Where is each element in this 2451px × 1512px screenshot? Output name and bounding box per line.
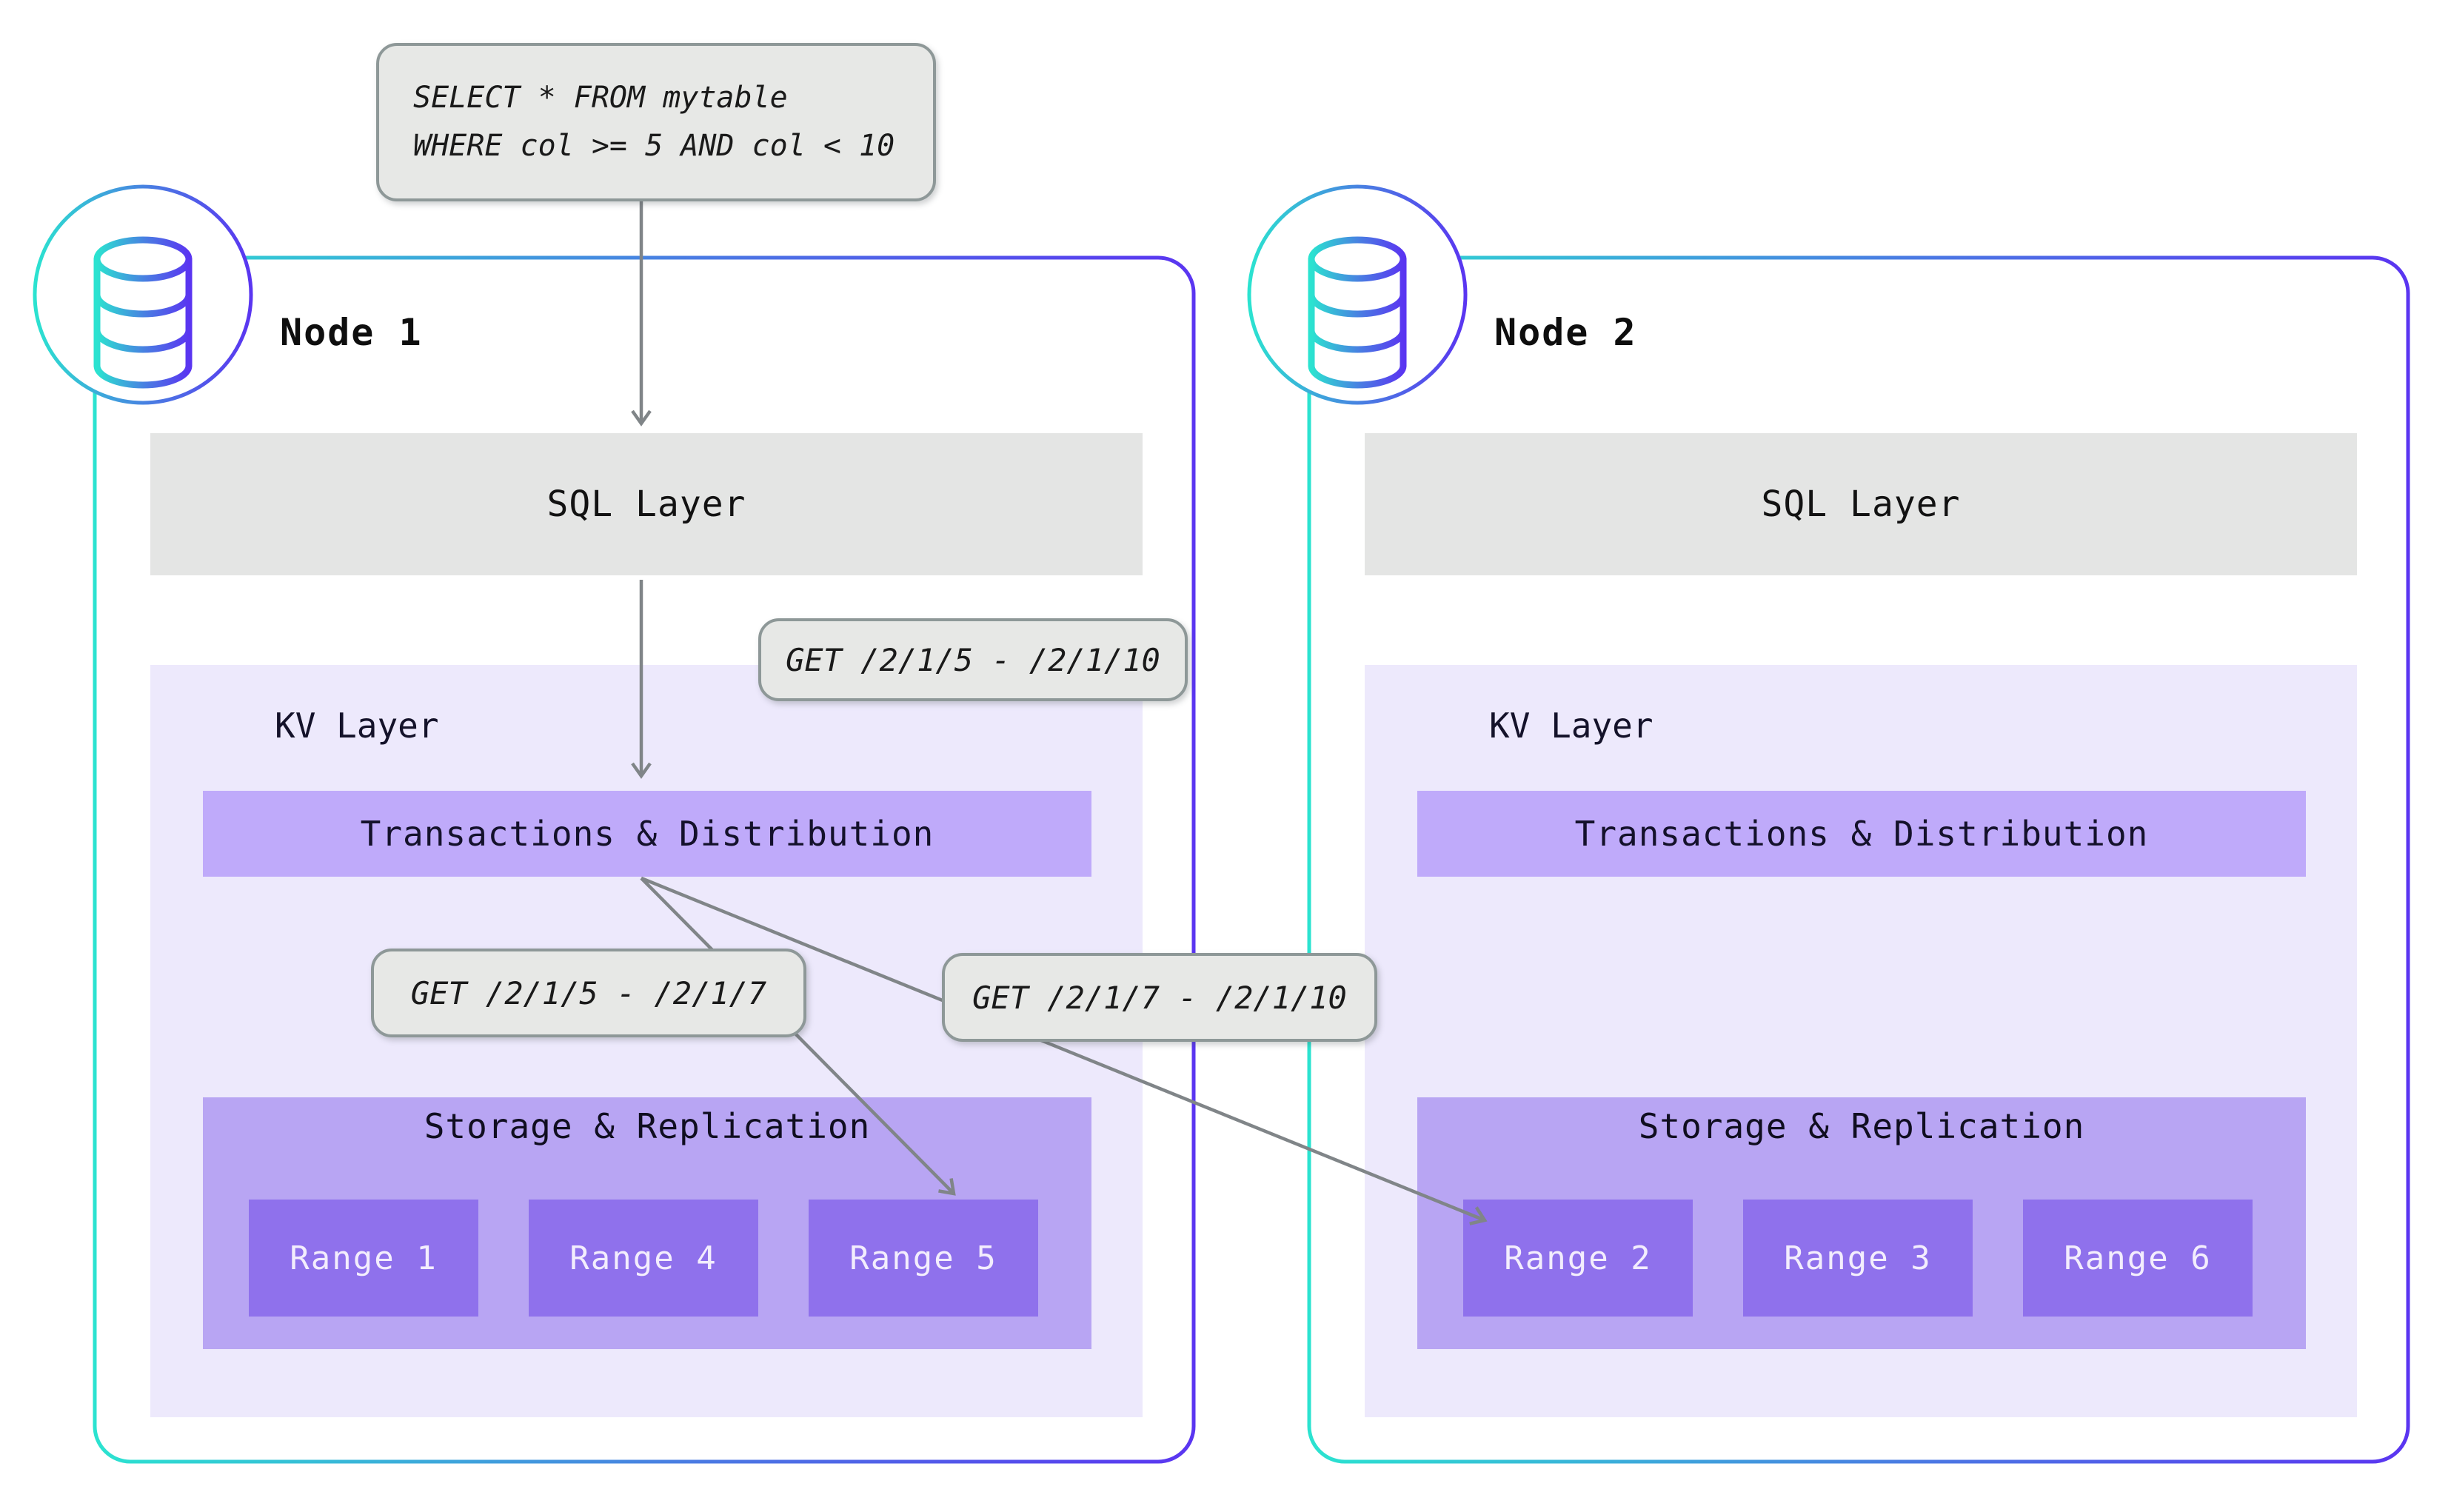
node1-sql-layer: SQL Layer — [150, 433, 1143, 575]
node2-transactions-bar: Transactions & Distribution — [1417, 791, 2306, 877]
sql-query-line1: SELECT * FROM mytable — [413, 81, 788, 116]
node2-storage-label: Storage & Replication — [1638, 1106, 2085, 1146]
database-icon — [33, 184, 253, 405]
node2-sql-layer-label: SQL Layer — [1761, 484, 1961, 525]
range-box: Range 4 — [529, 1200, 758, 1317]
range-label: Range 6 — [2064, 1239, 2212, 1277]
arrow-transactions-to-range2 — [641, 876, 1488, 1225]
node2-sql-layer: SQL Layer — [1365, 433, 2357, 575]
range-label: Range 3 — [1784, 1239, 1932, 1277]
get-range-right-bubble: GET /2/1/7 - /2/1/10 — [942, 953, 1377, 1042]
node1-sql-layer-label: SQL Layer — [546, 484, 746, 525]
range-label: Range 1 — [290, 1239, 438, 1277]
range-box: Range 3 — [1743, 1200, 1973, 1317]
node1-title: Node 1 — [280, 311, 423, 354]
range-label: Range 2 — [1504, 1239, 1652, 1277]
sql-query-text: SELECT * FROM mytable WHERE col >= 5 AND… — [379, 74, 895, 170]
node1-kv-layer-label: KV Layer — [275, 706, 439, 746]
node2-transactions-label: Transactions & Distribution — [1574, 814, 2149, 854]
range-label: Range 5 — [849, 1239, 997, 1277]
range-box: Range 1 — [249, 1200, 478, 1317]
database-icon — [1247, 184, 1468, 405]
node1-storage-label: Storage & Replication — [424, 1106, 871, 1146]
range-box: Range 6 — [2023, 1200, 2253, 1317]
sql-query-line2: WHERE col >= 5 AND col < 10 — [413, 129, 895, 163]
range-box: Range 5 — [809, 1200, 1038, 1317]
get-range-full-bubble: GET /2/1/5 - /2/1/10 — [758, 618, 1188, 701]
node2-border — [1307, 255, 2410, 1464]
get-range-left-bubble: GET /2/1/5 - /2/1/7 — [371, 949, 806, 1037]
get-range-full-label: GET /2/1/5 - /2/1/10 — [786, 641, 1160, 678]
node1-transactions-bar: Transactions & Distribution — [203, 791, 1091, 877]
arrow-transactions-to-range5 — [640, 877, 956, 1196]
node1-transactions-label: Transactions & Distribution — [360, 814, 934, 854]
node1-border — [93, 255, 1196, 1464]
node2-kv-layer-label: KV Layer — [1489, 706, 1653, 746]
get-range-left-label: GET /2/1/5 - /2/1/7 — [410, 974, 767, 1011]
get-range-right-label: GET /2/1/7 - /2/1/10 — [972, 979, 1347, 1016]
node2-title: Node 2 — [1494, 311, 1637, 354]
range-label: Range 4 — [569, 1239, 718, 1277]
range-box: Range 2 — [1463, 1200, 1693, 1317]
sql-query-bubble: SELECT * FROM mytable WHERE col >= 5 AND… — [376, 43, 936, 201]
